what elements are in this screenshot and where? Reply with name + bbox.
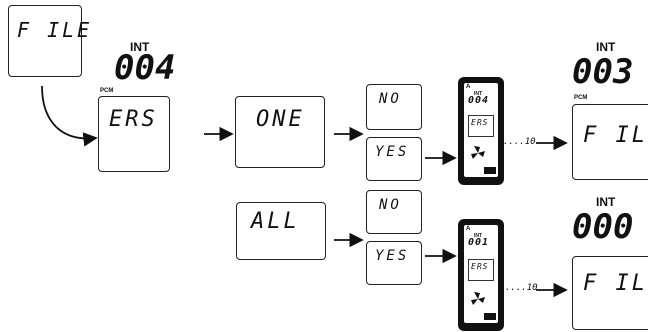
device-1-int-label: INT	[474, 91, 483, 97]
fan-icon	[471, 146, 485, 159]
timing-label-2: ....10	[505, 283, 538, 293]
device-1-panel: A INT 004 ERS	[464, 83, 498, 177]
yes-screen-1-text: YES	[375, 144, 410, 160]
no-screen-2-text: NO	[379, 197, 402, 213]
no-screen-1-text: NO	[379, 91, 402, 107]
file-screen-start: F ILE	[8, 5, 89, 77]
file-screen-end-2-text: F ILE	[583, 271, 648, 296]
file-screen-start-text: F ILE	[17, 18, 93, 42]
yes-screen-1: YES	[366, 137, 422, 181]
pcm-label-end-1: PCM	[574, 95, 588, 101]
file-screen-end-2: F ILE	[572, 256, 648, 330]
pcm-label-start: PCM	[100, 88, 114, 94]
battery-icon	[484, 167, 496, 174]
device-2-counter: 001	[468, 237, 490, 248]
recorder-device-2: A INT 001 ERS	[458, 219, 504, 331]
battery-icon	[484, 313, 496, 320]
curved-arrow	[41, 85, 98, 147]
yes-screen-2: YES	[366, 241, 422, 285]
one-screen: ONE	[235, 96, 325, 168]
device-2-int-label: INT	[474, 233, 483, 239]
device-1-lcd: ERS	[468, 115, 494, 137]
file-screen-end-1: F ILE	[572, 104, 648, 180]
int-label-end-2: INT	[596, 195, 616, 209]
counter-start: 004	[114, 48, 176, 88]
device-1-counter: 004	[468, 95, 490, 106]
counter-end-2: 000	[572, 207, 634, 247]
device-2-lcd-text: ERS	[471, 262, 489, 271]
no-screen-1: NO	[366, 84, 422, 130]
recorder-device-1: A INT 004 ERS	[458, 77, 504, 185]
ers-screen: ERS	[98, 96, 170, 172]
all-screen: ALL	[236, 202, 326, 260]
fan-icon	[471, 292, 485, 305]
int-label-start: INT	[130, 40, 150, 54]
device-2-marker: A	[466, 226, 471, 232]
device-2-lcd: ERS	[468, 259, 494, 281]
int-label-end-1: INT	[596, 40, 616, 54]
device-2-panel: A INT 001 ERS	[464, 225, 498, 323]
counter-end-1: 003	[572, 52, 634, 92]
yes-screen-2-text: YES	[375, 248, 410, 264]
timing-label-1: ....10	[503, 137, 536, 147]
all-screen-text: ALL	[251, 209, 300, 234]
ers-screen-text: ERS	[109, 107, 158, 132]
device-1-marker: A	[466, 84, 471, 90]
file-screen-end-1-text: F ILE	[583, 123, 648, 148]
no-screen-2: NO	[366, 190, 422, 234]
device-1-lcd-text: ERS	[471, 118, 489, 127]
one-screen-text: ONE	[256, 107, 305, 132]
